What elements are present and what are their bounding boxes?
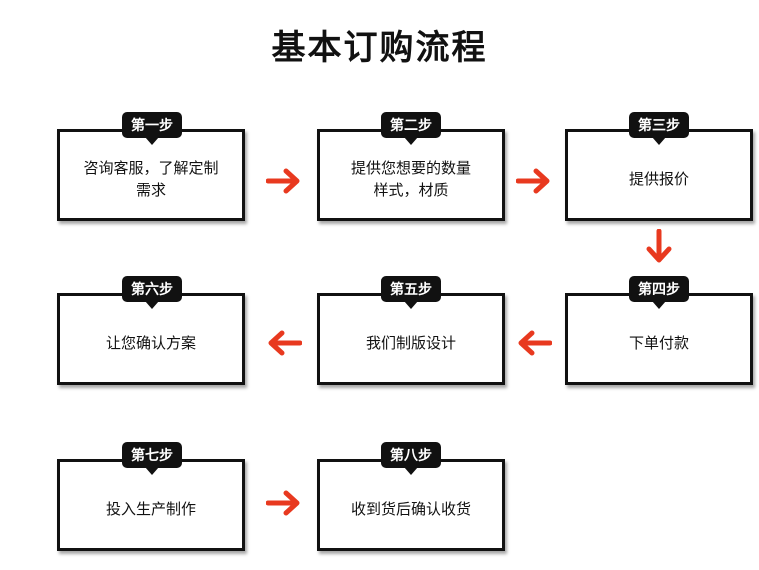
step-8-badge: 第八步	[381, 442, 441, 475]
arrow-down-icon	[646, 229, 672, 263]
step-5-text: 我们制版设计	[365, 334, 456, 352]
arrow-right-icon	[266, 168, 300, 194]
step-3-text: 提供报价	[628, 170, 689, 188]
step-4-text: 下单付款	[628, 334, 689, 352]
arrow-right-icon	[516, 168, 550, 194]
step-2-text: 提供您想要的数量 样式，材质	[350, 159, 471, 199]
step-8-text: 收到货后确认收货	[350, 500, 471, 518]
step-1-text: 咨询客服，了解定制 需求	[83, 159, 219, 199]
step-5-badge: 第五步	[381, 276, 441, 309]
step-7-box: 投入生产制作	[57, 459, 245, 551]
step-1-badge: 第一步	[122, 112, 182, 145]
arrow-right-icon	[266, 490, 300, 516]
step-6-text: 让您确认方案	[105, 334, 196, 352]
step-3-badge: 第三步	[629, 112, 689, 145]
arrow-left-icon	[518, 330, 552, 356]
page-title: 基本订购流程	[271, 28, 488, 68]
step-7-badge: 第七步	[122, 442, 182, 475]
step-6-badge: 第六步	[122, 276, 182, 309]
step-4-badge: 第四步	[629, 276, 689, 309]
step-2-badge: 第二步	[381, 112, 441, 145]
step-7-text: 投入生产制作	[105, 500, 196, 518]
arrow-left-icon	[268, 330, 302, 356]
